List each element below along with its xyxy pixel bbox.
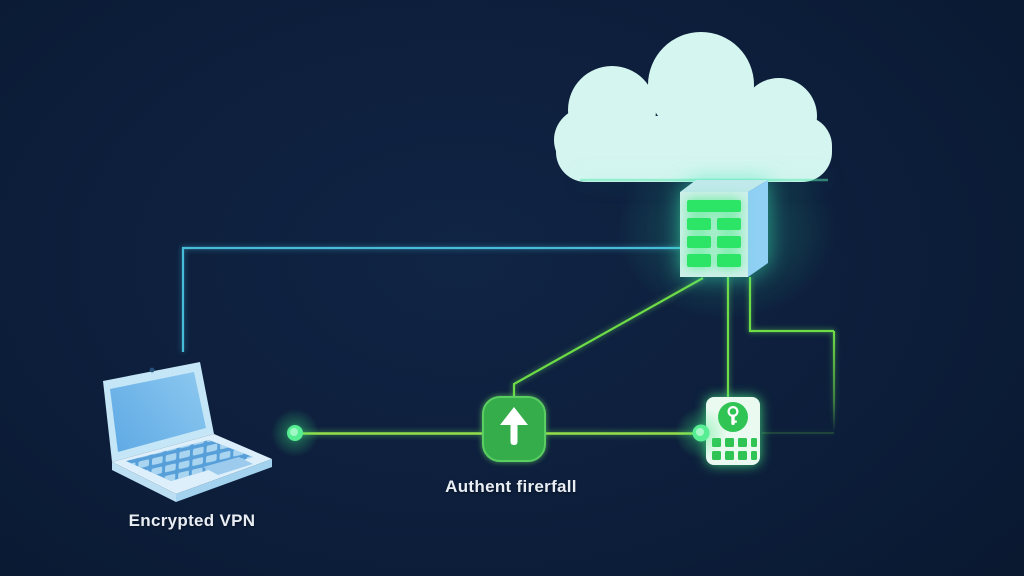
server-top-face [680,180,768,192]
up-arrow-icon [482,396,546,462]
server-drive-bays [687,200,741,267]
glow-dot-left [271,409,319,457]
key-glyph [727,406,739,425]
laptop-webcam [149,367,155,373]
laptop-caption: Encrypted VPN [128,511,256,530]
cloud-icon [554,32,832,182]
laptop-screen [110,372,206,452]
server-rack-icon [680,180,768,277]
server-side-face [748,180,768,277]
up-arrow-glyph [500,407,528,445]
edge-laptop-to-server [181,246,681,352]
laptop-trackpad [203,457,253,475]
firewall-caption: Authent firerfall [445,477,577,496]
laptop-right-edge [176,459,272,502]
laptop-front-edge [112,462,176,502]
laptop-keyboard-keys [126,440,253,481]
glow-dot-authdevice [675,407,727,459]
edge-server-right-drop [748,277,834,333]
green-edges [300,277,836,435]
edge-server-to-firewall [512,277,704,398]
laptop-icon [103,362,272,502]
